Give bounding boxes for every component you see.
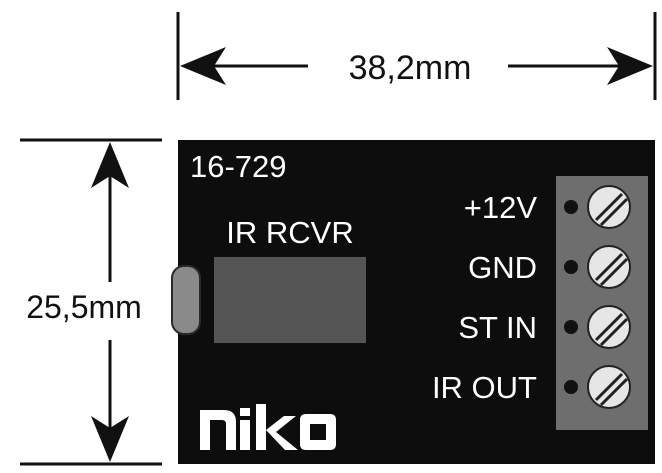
screw-slot xyxy=(594,192,624,222)
receiver-body xyxy=(214,257,366,343)
terminal-label: +12V xyxy=(464,190,538,225)
arrow-down-icon xyxy=(91,416,129,462)
niko-logo-icon xyxy=(200,404,336,450)
screw-slot xyxy=(599,377,629,407)
height-label: 25,5mm xyxy=(26,289,142,325)
width-label: 38,2mm xyxy=(349,49,472,87)
terminal-label: IR OUT xyxy=(432,370,537,405)
part-number: 16-729 xyxy=(190,149,287,184)
width-dimension: 38,2mm xyxy=(176,12,657,100)
terminal-label: GND xyxy=(468,250,537,285)
arrow-right-icon xyxy=(607,47,653,85)
screw-slot xyxy=(599,197,629,227)
arrow-up-icon xyxy=(91,142,129,188)
terminal-12v: +12V xyxy=(464,185,631,229)
terminal-hole xyxy=(564,260,578,274)
terminal-hole xyxy=(564,200,578,214)
terminal-hole xyxy=(564,320,578,334)
screw-slot xyxy=(599,257,629,287)
device-label: IR RCVR xyxy=(226,215,353,250)
terminal-hole xyxy=(564,380,578,394)
screw-slot xyxy=(594,372,624,402)
terminal-st-in: ST IN xyxy=(458,305,631,349)
screw-slot xyxy=(594,312,624,342)
terminal-label: ST IN xyxy=(458,310,537,345)
screw-slot xyxy=(594,252,624,282)
ir-receiver-module: 16-729 IR RCVR +12V GND ST IN xyxy=(171,140,655,464)
height-dimension: 25,5mm xyxy=(20,138,162,466)
terminal-ir-out: IR OUT xyxy=(432,365,631,409)
receiver-lens xyxy=(171,265,201,335)
terminal-gnd: GND xyxy=(468,245,631,289)
screw-slot xyxy=(599,317,629,347)
arrow-left-icon xyxy=(180,47,226,85)
